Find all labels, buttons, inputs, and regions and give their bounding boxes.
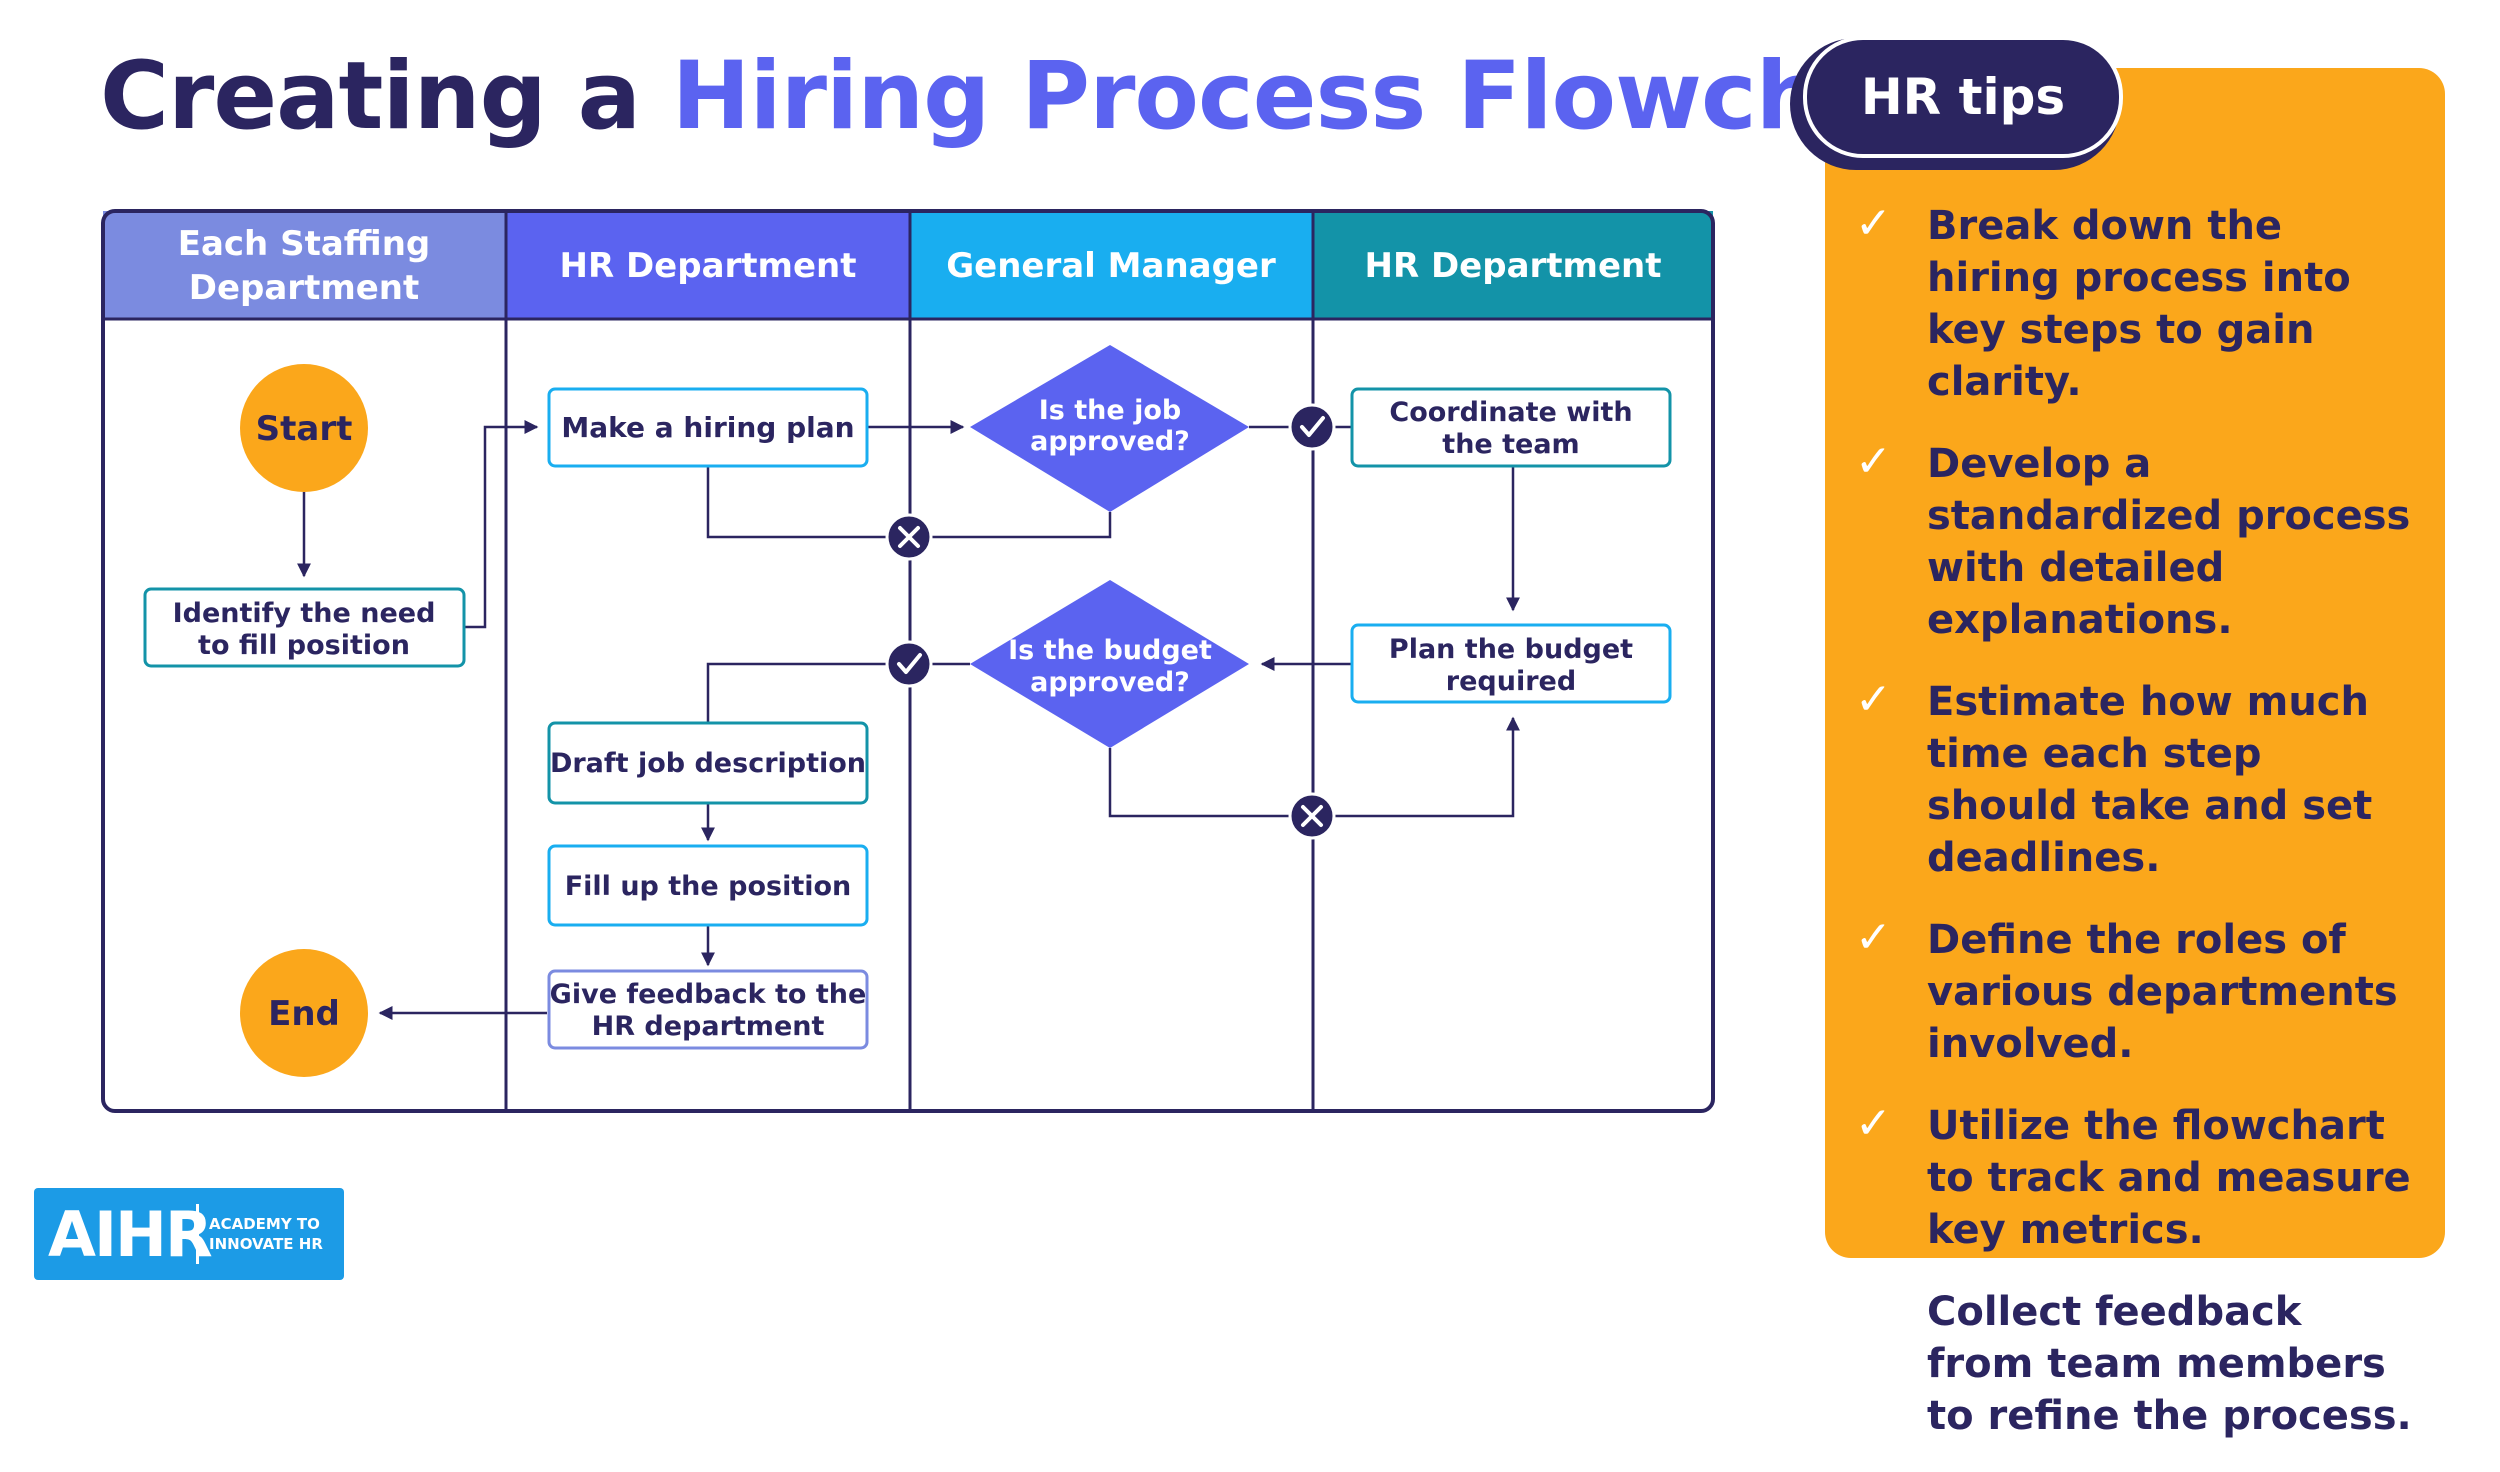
lane-label-hr-2: HR Department xyxy=(1364,246,1661,286)
job-approved-line2: approved? xyxy=(1030,426,1190,457)
check-icon: ✓ xyxy=(1855,912,1892,963)
hr-tips-header: HR tips xyxy=(1803,36,2123,158)
edge-identify-plan xyxy=(464,420,539,629)
lane-label-hr-1: HR Department xyxy=(559,246,856,286)
logo-wordmark: AIHR xyxy=(48,1198,213,1271)
tip-text: Define the roles of various departments … xyxy=(1927,917,2398,1067)
logo-tagline-2: INNOVATE HR xyxy=(209,1235,323,1253)
hr-tips-list: ✓ Break down the hiring process into key … xyxy=(1855,198,2415,1472)
check-icon: ✓ xyxy=(1855,198,1892,249)
hiring-plan-label: Make a hiring plan xyxy=(561,411,854,444)
lane-header-hr-2 xyxy=(1313,211,1713,319)
draft-label: Draft job description xyxy=(550,748,866,779)
tip-text: Break down the hiring process into key s… xyxy=(1927,203,2351,405)
fill-label: Fill up the position xyxy=(565,871,852,902)
hr-tips-panel xyxy=(1825,68,2445,1258)
job-approved-no-icon xyxy=(885,513,933,561)
check-icon: ✓ xyxy=(1855,674,1892,725)
plan-budget-line1: Plan the budget xyxy=(1389,634,1633,665)
identify-line1: Identify the need xyxy=(173,598,436,629)
lane-header-staffing xyxy=(103,211,506,319)
coordinate-box xyxy=(1350,387,1672,468)
lane-label-staffing-1: Each Staffing xyxy=(178,224,431,264)
plan-budget-line2: required xyxy=(1446,666,1576,697)
tip-item: ✓ Estimate how much time each step should… xyxy=(1855,674,2415,884)
tip-item: ✓ Develop a standardized process with det… xyxy=(1855,436,2415,646)
end-label: End xyxy=(268,994,340,1034)
edge-budget-yes xyxy=(706,662,970,722)
tip-text: Collect feedback from team members to re… xyxy=(1927,1289,2412,1439)
hiring-plan-box xyxy=(547,387,869,468)
logo-tagline-1: ACADEMY TO xyxy=(209,1215,320,1233)
tip-text: Develop a standardized process with deta… xyxy=(1927,441,2411,643)
start-label: Start xyxy=(256,409,353,449)
title-part1: Creating a xyxy=(100,42,641,151)
page-title: Creating a Hiring Process Flowchart xyxy=(100,42,1975,151)
coordinate-line2: the team xyxy=(1442,429,1579,460)
budget-approved-decision xyxy=(970,580,1249,748)
fill-box xyxy=(547,844,869,927)
identify-line2: to fill position xyxy=(198,630,410,661)
tip-item: ✓ Define the roles of various departments… xyxy=(1855,912,2415,1070)
budget-approved-no-icon xyxy=(1288,792,1336,840)
job-approved-yes-icon xyxy=(1288,403,1336,451)
start-node xyxy=(240,364,368,492)
check-icon: ✓ xyxy=(1855,436,1892,487)
lane-label-gm: General Manager xyxy=(946,246,1276,286)
tip-text: Estimate how much time each step should … xyxy=(1927,679,2373,881)
feedback-line1: Give feedback to the xyxy=(550,979,867,1010)
budget-approved-line2: approved? xyxy=(1030,667,1190,698)
lane-header-hr-1 xyxy=(506,211,910,319)
tip-item: ✓ Break down the hiring process into key … xyxy=(1855,198,2415,408)
plan-budget-box xyxy=(1350,623,1672,704)
coordinate-line1: Coordinate with xyxy=(1389,397,1632,428)
feedback-line2: HR department xyxy=(592,1011,825,1042)
tip-item: ✓ Collect feedback from team members to r… xyxy=(1855,1284,2415,1442)
tip-item: ✓ Utilize the flowchart to track and meas… xyxy=(1855,1098,2415,1256)
logo-divider xyxy=(196,1204,199,1264)
swimlane-flowchart: Each Staffing Department HR Department G… xyxy=(101,209,1715,1113)
lane-header-gm xyxy=(910,211,1313,319)
budget-approved-yes-icon xyxy=(885,640,933,688)
title-part2: Hiring Process Flowchart xyxy=(671,42,1975,151)
aihr-logo: AIHR ACADEMY TO INNOVATE HR xyxy=(34,1188,344,1280)
lane-label-staffing-2: Department xyxy=(189,268,420,308)
identify-box xyxy=(143,587,466,668)
tip-text: Utilize the flowchart to track and measu… xyxy=(1927,1103,2411,1253)
budget-approved-line1: Is the budget xyxy=(1008,635,1212,666)
end-node xyxy=(240,949,368,1077)
feedback-box xyxy=(547,969,869,1050)
check-icon: ✓ xyxy=(1855,1098,1892,1149)
flowchart-frame xyxy=(101,209,1715,1113)
logo-tagline: ACADEMY TO INNOVATE HR xyxy=(209,1214,323,1254)
check-icon: ✓ xyxy=(1855,1284,1892,1335)
draft-box xyxy=(547,721,869,805)
job-approved-line1: Is the job xyxy=(1039,395,1182,426)
job-approved-decision xyxy=(970,345,1249,512)
